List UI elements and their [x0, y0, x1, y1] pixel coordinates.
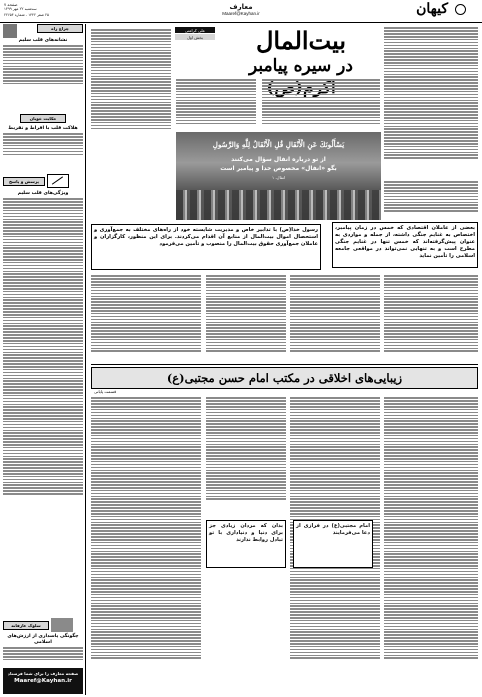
right-column-text-top: [384, 26, 478, 176]
section-title: معارف: [229, 3, 253, 11]
sidebar-box-3-text: [3, 197, 83, 617]
main-title-line-1: بیت‌المال: [255, 26, 347, 55]
main-body-col-1: [384, 274, 478, 362]
masthead-title: کیهان: [416, 1, 448, 17]
second-pull-quote-2: امام مجتبی(ع) در فرازی از دعا می‌فرمایند: [293, 520, 373, 568]
sidebar-box-1-title: چراغ راه: [37, 24, 83, 33]
sidebar-box-4-text: [3, 646, 83, 668]
masthead: کیهان: [406, 1, 476, 18]
second-pull-quote-1: بدان که مردان زیادی جز برای دنیا و دنیاد…: [206, 520, 286, 568]
pull-quote-right-text: بعضی از عاملان اقتصادی که خمس در زمان پی…: [335, 225, 475, 259]
second-body-col-3: [206, 396, 286, 516]
sidebar-box-3: پرسش و پاسخ ویژگی‌های قلب سلیم: [3, 174, 83, 614]
sidebar: چراغ راه نشانه‌های قلب سلیم حکایت خوبان …: [3, 24, 86, 695]
second-body-col-1: [384, 396, 478, 694]
pull-quote-left-text: رسول خدا(ص) با تدابیر خاص و مدیریت شایست…: [94, 227, 318, 247]
main-article-col-a: [91, 28, 171, 142]
kayhan-logo-icon: [454, 3, 466, 15]
main-body-col-3: [206, 274, 286, 362]
photo-caption-arabic: يَسْأَلُونَكَ عَنِ الْأَنْفَالِ قُلِ الْ…: [212, 140, 345, 149]
issue-number: ۲۵ صفر ۱۴۴۲ - شماره ۲۲۶۵۴: [4, 13, 49, 17]
sidebar-box-4-title: سلوک عارفانه: [3, 620, 49, 630]
sidebar-box-2-title: حکایت خوبان: [20, 114, 66, 123]
sidebar-footer: صفحه معارف را برای شما فرستاد Maaref@Kay…: [3, 668, 83, 694]
article-divider: [91, 364, 478, 365]
coins-stack-image: [176, 190, 381, 220]
sidebar-footer-site[interactable]: Maaref@Kayhan.ir: [14, 678, 72, 684]
sidebar-box-4: سلوک عارفانه چگونگی پاسداری از ارزش‌های …: [3, 618, 83, 666]
main-article-col-c: [262, 78, 380, 130]
page-header: کیهان معارف Maaref@Kayhan.ir صفحه ۷ سه‌ش…: [0, 0, 482, 23]
portrait-image-2: [51, 618, 73, 632]
sidebar-box-2: حکایت خوبان هلاکت قلب با افراط و تفریط: [3, 114, 83, 170]
second-article-header: زیبایی‌های اخلاقی در مکتب امام حسن مجتبی…: [91, 367, 478, 389]
sidebar-box-1-text: [3, 44, 83, 104]
sidebar-box-4-head: چگونگی پاسداری از ارزش‌های اسلامی: [7, 634, 79, 645]
issue-date: سه‌شنبه ۲۲ مهر ۱۳۹۹: [4, 7, 37, 11]
second-pull-quote-1-text: بدان که مردان زیادی جز برای دنیا و دنیاد…: [209, 523, 283, 544]
second-body-col-4: [91, 396, 201, 694]
photo-caption-persian-2: بگو «انفال» مخصوص خدا و پیامبر است: [220, 165, 337, 172]
main-article-col-b: [176, 78, 256, 130]
second-pull-quote-2-text: امام مجتبی(ع) در فرازی از دعا می‌فرمایند: [296, 523, 370, 537]
sidebar-box-1-head: نشانه‌های قلب سلیم: [18, 38, 68, 43]
sidebar-box-2-head: هلاکت قلب با افراط و تفریط: [8, 126, 78, 131]
main-article-photo: يَسْأَلُونَكَ عَنِ الْأَنْفَالِ قُلِ الْ…: [176, 132, 381, 220]
photo-caption-persian-1: از تو درباره انفال سؤال می‌کنند: [231, 156, 326, 163]
second-article-byline: قسمت پایانی: [94, 389, 117, 394]
photo-caption-ref: انفال، ۱: [271, 175, 286, 180]
page-number: صفحه ۷: [4, 2, 18, 7]
sidebar-box-3-title: پرسش و پاسخ: [3, 176, 45, 186]
sidebar-footer-text: صفحه معارف را برای شما فرستاد: [7, 671, 79, 676]
second-article-title: زیبایی‌های اخلاقی در مکتب امام حسن مجتبی…: [166, 371, 403, 385]
main-body-col-2: [290, 274, 380, 362]
section-site: Maaref@Kayhan.ir: [222, 11, 260, 16]
main-body-col-4: [91, 274, 201, 362]
pen-check-icon: [47, 174, 69, 188]
pull-quote-left: رسول خدا(ص) با تدابیر خاص و مدیریت شایست…: [91, 224, 321, 270]
main-article-kicker: علی کرامتی بخش اول: [175, 27, 215, 40]
sidebar-box-2-text: [3, 132, 83, 168]
portrait-image: [3, 24, 17, 38]
sidebar-box-1: چراغ راه نشانه‌های قلب سلیم: [3, 24, 83, 110]
kicker-author: علی کرامتی: [175, 27, 215, 33]
sidebar-box-3-head: ویژگی‌های قلب سلیم: [17, 191, 69, 196]
kicker-part: بخش اول: [175, 34, 215, 40]
right-column-text-mid: [384, 180, 478, 215]
pull-quote-right: بعضی از عاملان اقتصادی که خمس در زمان پی…: [332, 222, 478, 268]
